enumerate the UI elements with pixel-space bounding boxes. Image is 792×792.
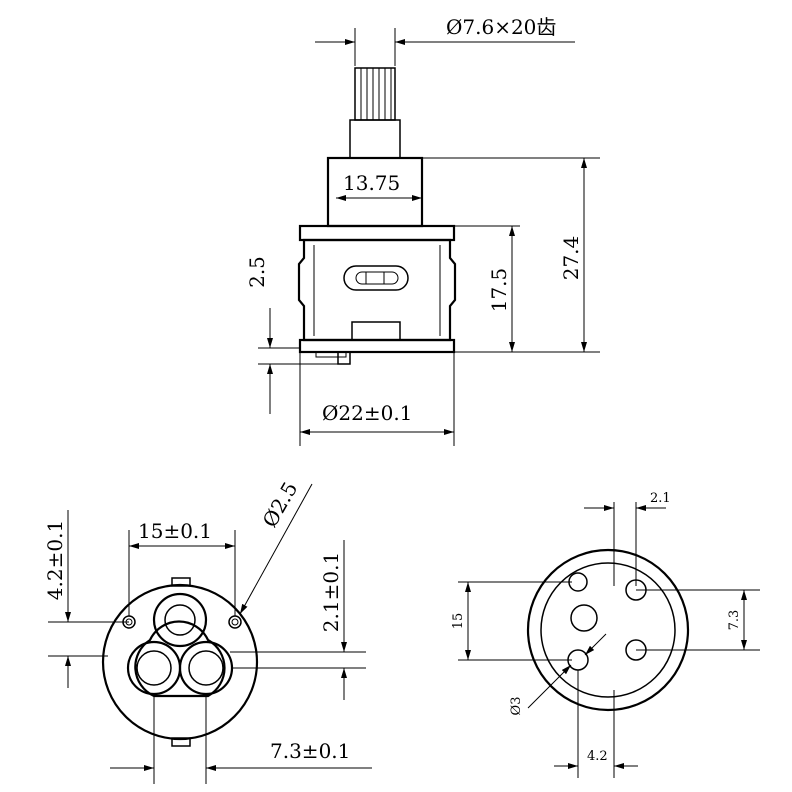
dim-offset-left: 4.2±0.1	[43, 520, 67, 600]
dim-hole-spacing: 15±0.1	[138, 519, 212, 543]
dim-gasket-bottom: 4.2	[587, 749, 608, 764]
stem-neck	[349, 119, 401, 159]
dim-total-height: 27.4	[559, 236, 583, 281]
dim-gasket-hole: Ø3	[509, 697, 524, 716]
dim-stem-spline: Ø7.6×20齿	[446, 15, 556, 39]
dim-gasket-top: 2.1	[650, 491, 671, 506]
dim-port-spacing: 7.3±0.1	[270, 739, 350, 763]
dim-body-height: 17.5	[487, 268, 511, 313]
dim-pin-diameter: Ø2.5	[257, 478, 302, 532]
gasket-view: 2.1 15 7.3 Ø3 4.2	[451, 491, 760, 778]
spline-stem	[354, 67, 396, 121]
dim-top-width: 13.75	[343, 171, 400, 195]
dim-gasket-height: 15	[451, 613, 466, 630]
gasket-hole-center	[570, 604, 598, 632]
dim-offset-right: 2.1±0.1	[319, 552, 343, 632]
locating-pin-right	[228, 615, 242, 629]
gasket-inner	[540, 562, 676, 698]
dim-gasket-right: 7.3	[727, 610, 742, 631]
port-top	[152, 592, 208, 648]
base-outline	[101, 583, 259, 741]
slot-window	[343, 265, 409, 291]
side-view: Ø7.6×20齿 13.75 27.4 17.5 2.5 Ø22±0.1	[245, 15, 600, 446]
dim-step: 2.5	[245, 256, 269, 288]
base-gasket	[298, 338, 456, 354]
gasket-outer	[526, 548, 690, 712]
dim-diameter: Ø22±0.1	[322, 401, 412, 425]
bottom-view: 15±0.1 Ø2.5 4.2±0.1 2.1±0.1 7.3±0.1	[43, 478, 372, 784]
flange	[298, 224, 456, 242]
